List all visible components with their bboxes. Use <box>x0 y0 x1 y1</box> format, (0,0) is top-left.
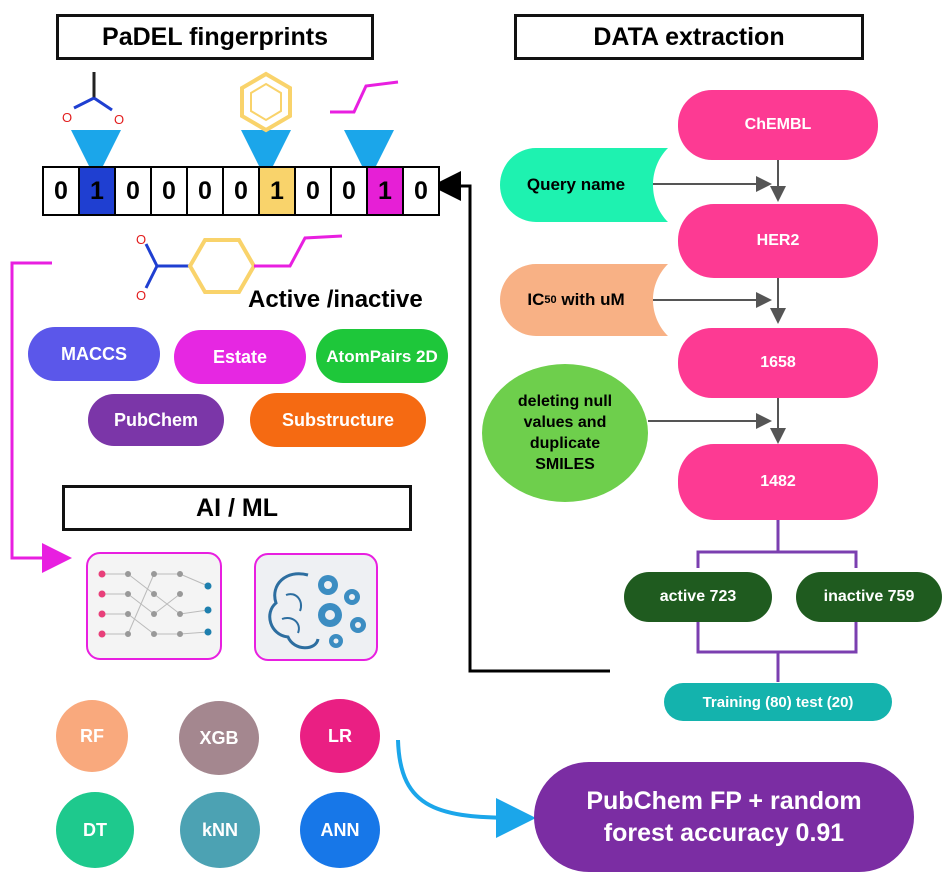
fp-type-atompairs: AtomPairs 2D <box>316 329 448 383</box>
step-1658: 1658 <box>678 328 878 398</box>
padel-header: PaDEL fingerprints <box>56 14 374 60</box>
model-knn: kNN <box>180 792 260 868</box>
fingerprint-bit: 0 <box>224 168 260 214</box>
magenta-connector <box>10 261 72 573</box>
svg-text:O: O <box>114 112 124 127</box>
fingerprint-bit: 0 <box>116 168 152 214</box>
query-name-shape: Query name <box>500 148 670 222</box>
inactive-count: inactive 759 <box>796 572 942 622</box>
alkyl-chain-fragment-icon <box>330 80 399 114</box>
train-test-split: Training (80) test (20) <box>664 683 892 721</box>
fingerprint-bit: 1 <box>368 168 404 214</box>
ic50-rest: with uM <box>556 290 625 309</box>
result-box: PubChem FP + random forest accuracy 0.91 <box>534 762 914 872</box>
ic50-main: IC <box>527 290 545 309</box>
active-inactive-label: Active /inactive <box>248 286 423 313</box>
fingerprint-bit: 0 <box>404 168 438 214</box>
query-name-label: Query name <box>526 175 626 194</box>
step-1482: 1482 <box>678 444 878 520</box>
data-extraction-header: DATA extraction <box>514 14 864 60</box>
carboxyl-fragment-icon: O O <box>62 72 124 127</box>
model-rf: RF <box>56 700 128 772</box>
active-count: active 723 <box>624 572 772 622</box>
fingerprint-bit: 1 <box>80 168 116 214</box>
fingerprint-bit: 1 <box>260 168 296 214</box>
split-brackets <box>696 520 858 682</box>
fp-type-substructure: Substructure <box>250 393 426 447</box>
fingerprint-bit: 0 <box>152 168 188 214</box>
fingerprint-bit: 0 <box>188 168 224 214</box>
svg-text:O: O <box>136 288 146 303</box>
ai-brain-gears-icon <box>254 553 378 661</box>
return-arrow <box>431 171 610 673</box>
fp-type-maccs: MACCS <box>28 327 160 381</box>
pipeline-arrows <box>648 160 786 444</box>
result-arrow <box>396 739 536 838</box>
fp-type-pubchem: PubChem <box>88 394 224 446</box>
combined-molecule-icon: O O <box>136 232 343 303</box>
fingerprint-bit: 0 <box>296 168 332 214</box>
neural-network-icon <box>86 552 222 660</box>
ai-ml-header: AI / ML <box>62 485 412 531</box>
model-dt: DT <box>56 792 134 868</box>
benzene-fragment-icon <box>240 71 292 133</box>
ic50-subscript: 50 <box>544 294 557 306</box>
svg-text:O: O <box>136 232 146 247</box>
fp-type-estate: Estate <box>174 330 306 384</box>
model-lr: LR <box>300 699 380 773</box>
step-her2: HER2 <box>678 204 878 278</box>
model-xgb: XGB <box>179 701 259 775</box>
svg-text:O: O <box>62 110 72 125</box>
fingerprint-bit: 0 <box>44 168 80 214</box>
step-chembl: ChEMBL <box>678 90 878 160</box>
fingerprint-arrows <box>71 130 394 180</box>
fingerprint-bit: 0 <box>332 168 368 214</box>
model-ann: ANN <box>300 792 380 868</box>
cleaning-step: deleting null values and duplicate SMILE… <box>482 364 648 502</box>
